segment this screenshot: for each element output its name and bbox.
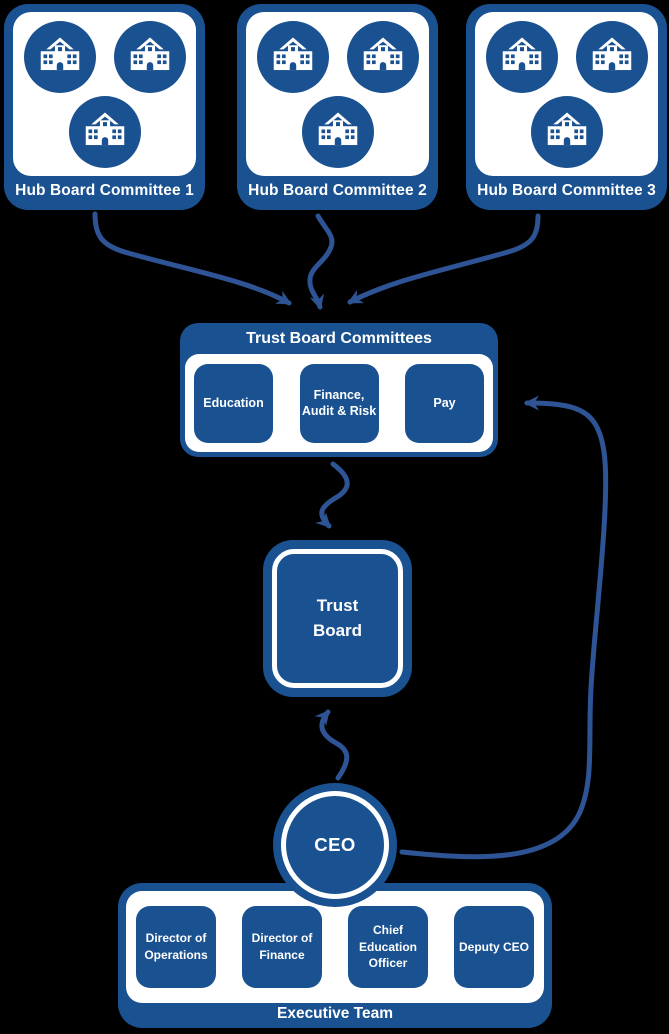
executive-team-node: Director of Operations Director of Finan… bbox=[118, 883, 552, 1028]
deputy-ceo-node: Deputy CEO bbox=[454, 906, 534, 988]
school-icon bbox=[128, 36, 172, 77]
executive-team-panel: Director of Operations Director of Finan… bbox=[126, 891, 544, 1003]
trust-board-label: Trust Board bbox=[312, 595, 363, 640]
hub-board-committee-3-node: Hub Board Committee 3 bbox=[466, 4, 667, 210]
ceo-inner-ring bbox=[281, 791, 389, 899]
arrow-ceo-to-pay-committee bbox=[399, 395, 609, 860]
school-icon bbox=[500, 36, 544, 77]
school-circle bbox=[23, 20, 96, 93]
trust-board-committees-panel: Education Finance, Audit & Risk Pay bbox=[185, 354, 493, 452]
ceo-label: CEO bbox=[314, 834, 356, 855]
arrow-hub3-to-committees bbox=[347, 213, 541, 305]
hub-3-schools-panel bbox=[475, 12, 658, 176]
director-of-operations-node: Director of Operations bbox=[136, 906, 216, 988]
school-icon bbox=[545, 111, 589, 152]
school-circle bbox=[530, 95, 603, 168]
school-circle bbox=[68, 95, 141, 168]
hub-board-committee-2-label: Hub Board Committee 2 bbox=[248, 182, 427, 199]
hub-board-committee-2-node: Hub Board Committee 2 bbox=[237, 4, 438, 210]
school-icon bbox=[83, 111, 127, 152]
school-icon bbox=[590, 36, 634, 77]
school-circle bbox=[301, 95, 374, 168]
ceo-node: CEO bbox=[273, 783, 397, 907]
finance-audit-risk-committee-node: Finance, Audit & Risk bbox=[299, 363, 379, 443]
school-circle bbox=[256, 20, 329, 93]
trust-board-committees-node: Trust Board Committees Education Finance… bbox=[180, 323, 498, 457]
arrow-hub1-to-committees bbox=[92, 211, 292, 306]
school-circle bbox=[485, 20, 558, 93]
school-circle bbox=[113, 20, 186, 93]
hub-1-schools-panel bbox=[13, 12, 196, 176]
pay-committee-node: Pay bbox=[405, 363, 484, 443]
arrow-hub2-to-committees bbox=[307, 213, 335, 310]
education-committee-node: Education bbox=[194, 363, 273, 443]
arrow-committees-to-trust-board bbox=[315, 461, 350, 529]
school-circle bbox=[575, 20, 648, 93]
hub-board-committee-3-label: Hub Board Committee 3 bbox=[477, 182, 656, 199]
trust-board-committees-title: Trust Board Committees bbox=[246, 329, 432, 347]
chief-education-officer-node: Chief Education Officer bbox=[348, 906, 428, 988]
trust-board-node: Trust Board bbox=[263, 540, 412, 697]
arrow-ceo-to-trust-board bbox=[314, 709, 350, 781]
hub-board-committee-1-node: Hub Board Committee 1 bbox=[4, 4, 205, 210]
hub-board-committee-1-label: Hub Board Committee 1 bbox=[15, 182, 194, 199]
director-of-finance-node: Director of Finance bbox=[242, 906, 322, 988]
executive-team-title: Executive Team bbox=[276, 1005, 394, 1022]
school-icon bbox=[316, 111, 360, 152]
school-icon bbox=[38, 36, 82, 77]
hub-2-schools-panel bbox=[246, 12, 429, 176]
school-icon bbox=[271, 36, 315, 77]
school-icon bbox=[361, 36, 405, 77]
school-circle bbox=[346, 20, 419, 93]
